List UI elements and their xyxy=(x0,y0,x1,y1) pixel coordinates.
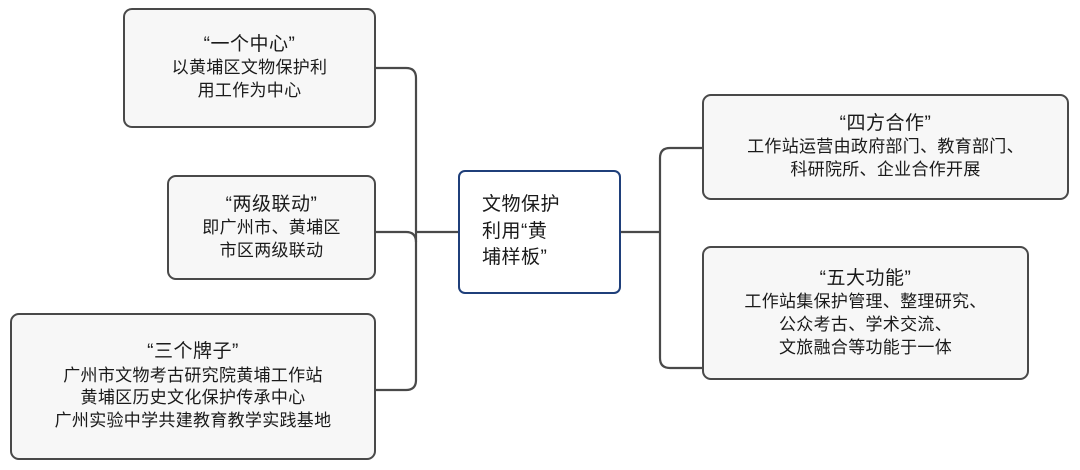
node-two-level-linkage[interactable]: “两级联动” 即广州市、黄埔区 市区两级联动 xyxy=(167,175,376,280)
node-center-model-line-1: 文物保护 xyxy=(482,193,561,215)
node-four-party-cooperation[interactable]: “四方合作” 工作站运营由政府部门、教育部门、 科研院所、企业合作开展 xyxy=(702,94,1069,200)
node-three-plaques-line-3: 广州实验中学共建教育教学实践基地 xyxy=(54,411,332,431)
node-two-level-linkage-line-2: 市区两级联动 xyxy=(219,240,324,260)
node-center-model[interactable]: 文物保护 利用“黄 埔样板” xyxy=(458,170,621,294)
connector-one-center xyxy=(376,66,418,79)
node-one-center[interactable]: “一个中心” 以黄埔区文物保护利 用工作为中心 xyxy=(123,8,376,128)
node-five-functions-line-2: 公众考古、学术交流、 xyxy=(779,314,952,334)
node-three-plaques-title: “三个牌子” xyxy=(147,341,239,363)
node-three-plaques-line-2: 黄埔区历史文化保护传承中心 xyxy=(80,388,306,408)
node-one-center-title: “一个中心” xyxy=(203,34,296,56)
node-four-party-cooperation-line-1: 工作站运营由政府部门、教育部门、 xyxy=(747,137,1024,157)
node-five-functions[interactable]: “五大功能” 工作站集保护管理、整理研究、 公众考古、学术交流、 文旅融合等功能… xyxy=(702,246,1029,380)
node-two-level-linkage-title: “两级联动” xyxy=(225,193,318,215)
node-five-functions-line-1: 工作站集保护管理、整理研究、 xyxy=(744,292,987,311)
node-three-plaques[interactable]: “三个牌子” 广州市文物考古研究院黄埔工作站 黄埔区历史文化保护传承中心 广州实… xyxy=(10,313,376,460)
node-five-functions-line-3: 文旅融合等功能于一体 xyxy=(779,337,952,357)
node-four-party-cooperation-title: “四方合作” xyxy=(839,113,932,135)
node-center-model-line-2: 利用“黄 xyxy=(482,220,548,242)
connector-four-party xyxy=(658,146,702,159)
connector-five-functions xyxy=(658,357,702,370)
node-two-level-linkage-line-1: 即广州市、黄埔区 xyxy=(202,217,341,237)
node-three-plaques-line-1: 广州市文物考古研究院黄埔工作站 xyxy=(63,365,323,385)
node-center-model-line-3: 埔样板” xyxy=(482,247,548,269)
node-one-center-line-1: 以黄埔区文物保护利 xyxy=(171,58,328,78)
node-four-party-cooperation-line-2: 科研院所、企业合作开展 xyxy=(790,160,981,180)
node-one-center-line-2: 用工作为中心 xyxy=(197,81,302,101)
node-five-functions-title: “五大功能” xyxy=(819,267,912,289)
connector-two-level xyxy=(376,230,418,243)
connector-three-plaques xyxy=(376,379,418,392)
